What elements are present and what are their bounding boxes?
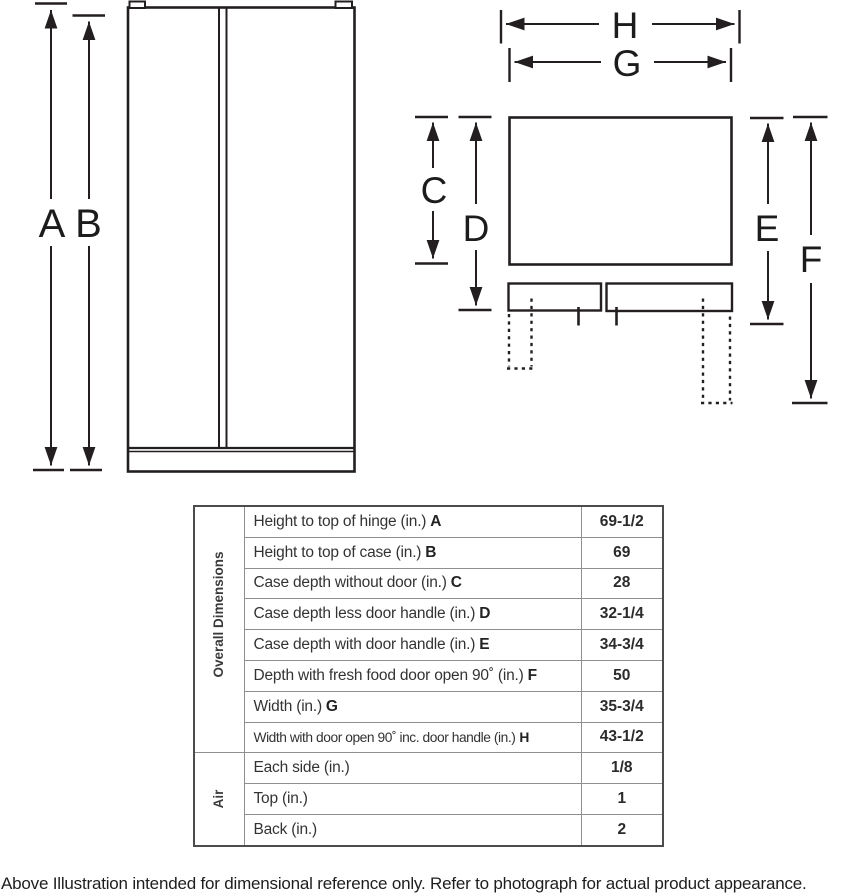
row-value: 69 xyxy=(580,536,664,569)
table-row: Width with door open 90˚ inc. door handl… xyxy=(194,721,664,754)
table-row: Back (in.) 2 xyxy=(194,813,664,847)
refrigerator-front-view xyxy=(126,0,356,473)
dim-label-a: A xyxy=(39,202,66,246)
table-row: Depth with fresh food door open 90˚ (in.… xyxy=(194,659,664,692)
table-row: Case depth less door handle (in.)D 32-1/… xyxy=(194,598,664,631)
door-swing-dashed-right xyxy=(701,298,733,405)
row-value: 2 xyxy=(580,813,664,847)
group-overall-dimensions: Overall Dimensions xyxy=(193,505,245,754)
row-label: Width (in.)G xyxy=(243,690,582,723)
row-label: Case depth without door (in.)C xyxy=(243,567,582,600)
table-row: Top (in.) 1 xyxy=(194,783,664,815)
row-value: 50 xyxy=(580,659,664,692)
fridge-body xyxy=(126,6,356,473)
dimensions-table-wrap: Overall Dimensions Height to top of hing… xyxy=(193,505,664,847)
hinge-right xyxy=(334,0,353,9)
row-value: 34-3/4 xyxy=(580,629,664,661)
disclaimer-caption: Above Illustration intended for dimensio… xyxy=(1,874,807,893)
dim-label-e: E xyxy=(755,208,780,249)
row-label: Depth with fresh food door open 90˚ (in.… xyxy=(243,659,582,692)
row-value: 35-3/4 xyxy=(580,690,664,723)
row-value: 28 xyxy=(580,567,664,600)
dim-label-d: D xyxy=(463,208,490,249)
dim-label-c: C xyxy=(421,170,448,211)
row-value: 1 xyxy=(580,783,664,815)
dim-arrow-g: G xyxy=(508,43,733,84)
dimension-diagram: A B xyxy=(33,0,828,473)
row-label: Width with door open 90˚ inc. door handl… xyxy=(243,721,582,754)
table-row: Overall Dimensions Height to top of hing… xyxy=(193,505,664,754)
row-value: 1/8 xyxy=(580,752,664,785)
row-label: Top (in.) xyxy=(243,783,582,815)
hinge-left xyxy=(128,0,146,9)
row-label: Case depth with door handle (in.)E xyxy=(243,629,582,661)
table-row: Air Each side (in.) 1/8 xyxy=(193,752,664,847)
door-right-top-view xyxy=(605,282,734,313)
dim-arrow-e: E xyxy=(750,116,784,326)
dim-label-g: G xyxy=(613,43,642,84)
dim-label-b: B xyxy=(75,202,102,246)
table-row: Width (in.)G 35-3/4 xyxy=(194,690,664,723)
row-label: Case depth less door handle (in.)D xyxy=(243,598,582,631)
dim-arrow-b: B xyxy=(70,14,105,472)
row-value: 43-1/2 xyxy=(580,721,664,754)
dim-arrow-d: D xyxy=(458,115,492,312)
group-label: Overall Dimensions xyxy=(211,551,227,678)
case-top-view xyxy=(508,116,733,266)
row-label: Height to top of case (in.)B xyxy=(243,536,582,569)
door-swing-dashed-left xyxy=(507,298,534,370)
dim-label-h: H xyxy=(612,5,639,46)
dimensions-table: Overall Dimensions Height to top of hing… xyxy=(193,505,664,847)
table-row: Case depth with door handle (in.)E 34-3/… xyxy=(194,629,664,661)
dim-label-f: F xyxy=(800,239,823,280)
refrigerator-top-view xyxy=(507,116,734,405)
row-value: 69-1/2 xyxy=(580,505,664,538)
row-label: Each side (in.) xyxy=(243,752,582,785)
dim-arrow-a: A xyxy=(33,2,67,472)
dim-arrow-f: F xyxy=(792,115,828,405)
door-left-top-view xyxy=(507,282,603,312)
table-row: Case depth without door (in.)C 28 xyxy=(194,567,664,600)
group-label: Air xyxy=(211,789,227,809)
group-air: Air xyxy=(193,752,245,847)
dim-arrow-c: C xyxy=(415,115,448,265)
row-label: Back (in.) xyxy=(243,813,582,847)
table-row: Height to top of case (in.)B 69 xyxy=(194,536,664,569)
row-value: 32-1/4 xyxy=(580,598,664,631)
dim-arrow-h: H xyxy=(499,5,741,46)
row-label: Height to top of hinge (in.)A xyxy=(243,505,582,538)
